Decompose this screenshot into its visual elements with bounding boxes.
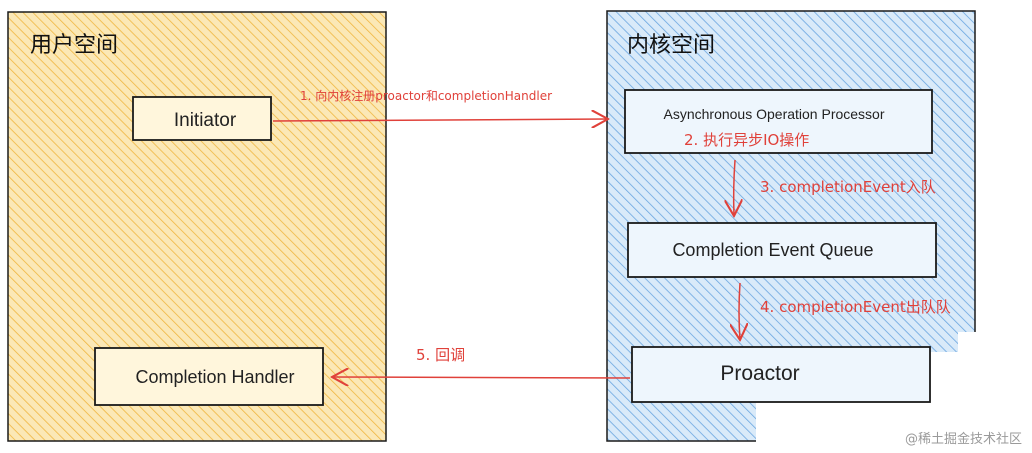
proactor-box: Proactor (631, 346, 931, 403)
user-space-title: 用户空间 (30, 33, 118, 58)
step3-arrow-group: 3. completionEvent入队 (734, 159, 936, 216)
event-queue-label: Completion Event Queue (672, 240, 873, 260)
watermark-backdrop-top (958, 332, 1032, 362)
step2-label: 2. 执行异步IO操作 (684, 131, 809, 149)
step4-arrow (739, 282, 740, 340)
proactor-label: Proactor (720, 362, 799, 385)
async-processor-label: Asynchronous Operation Processor (664, 106, 885, 122)
initiator-box-frame (132, 96, 272, 141)
event-queue-box-frame (627, 222, 937, 278)
event-queue-box: Completion Event Queue (627, 222, 937, 278)
async-processor-box-frame (624, 89, 933, 154)
completion-handler-box-frame (94, 347, 324, 406)
completion-handler-box: Completion Handler (94, 347, 324, 406)
watermark-text: @稀土掘金技术社区 (905, 431, 1022, 447)
kernel-space-title: 内核空间 (627, 33, 715, 58)
initiator-label: Initiator (174, 110, 237, 131)
step4-label: 4. completionEvent出队队 (760, 298, 951, 316)
step1-arrow (272, 119, 608, 121)
async-processor-box: Asynchronous Operation Processor (624, 89, 933, 154)
step5-label: 5. 回调 (416, 346, 465, 364)
proactor-box-frame (631, 346, 931, 403)
step3-arrow (734, 159, 735, 216)
step1-arrow-group: 1. 向内核注册proactor和completionHandler (272, 88, 608, 121)
completion-handler-label: Completion Handler (135, 367, 294, 387)
step5-arrow (332, 377, 631, 378)
step1-label: 1. 向内核注册proactor和completionHandler (300, 88, 552, 103)
step3-label: 3. completionEvent入队 (760, 178, 936, 196)
initiator-box: Initiator (132, 96, 272, 141)
step5-arrow-group: 5. 回调 (332, 346, 631, 378)
step4-arrow-group: 4. completionEvent出队队 (739, 282, 951, 340)
